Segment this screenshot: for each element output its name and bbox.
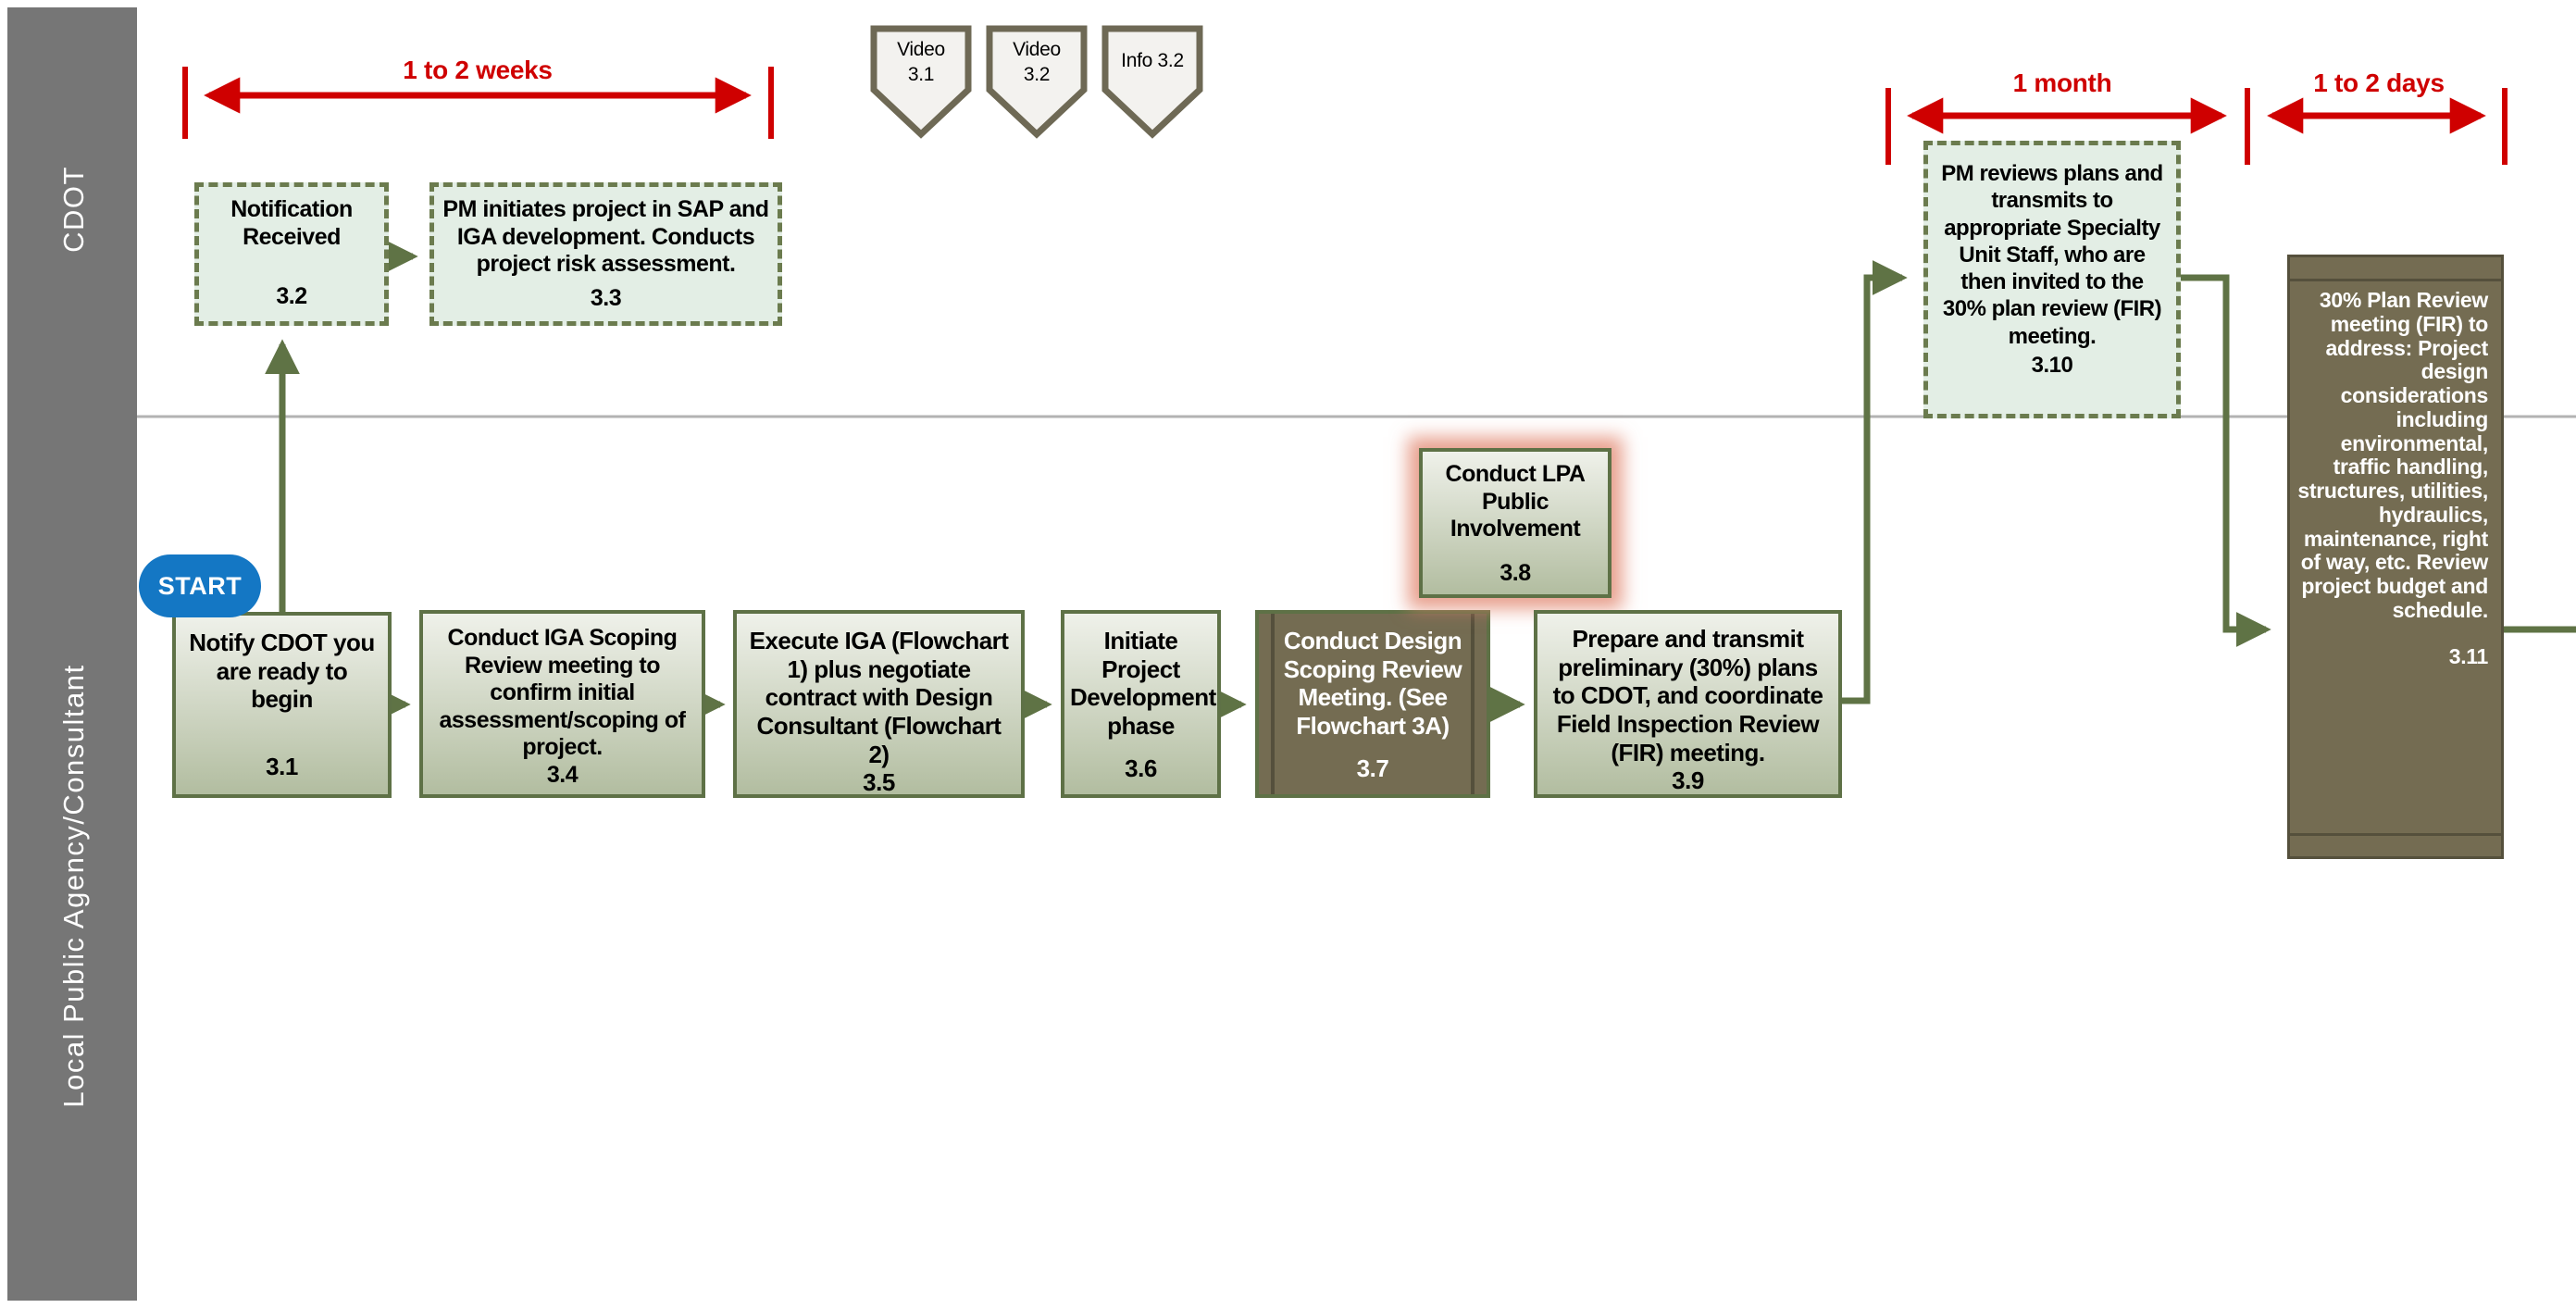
step-3-1-text: Notify CDOT you are ready to begin <box>189 629 375 714</box>
step-3-1-notify-cdot: Notify CDOT you are ready to begin 3.1 <box>172 612 392 798</box>
step-3-11-text: 30% Plan Review meeting (FIR) to address… <box>2297 288 2488 622</box>
step-3-5-text: Execute IGA (Flowchart 1) plus negotiate… <box>749 627 1009 768</box>
badge-shape-video-3-2[interactable] <box>986 25 1088 139</box>
step-3-4-number: 3.4 <box>546 761 579 788</box>
step-3-10-number: 3.10 <box>2031 352 2073 378</box>
step-3-2-text: Notification Received <box>230 196 353 250</box>
start-node: START <box>139 554 261 617</box>
timeline-month-tick-right <box>2245 88 2250 165</box>
step-3-3-text: PM initiates project in SAP and IGA deve… <box>442 196 769 277</box>
timeline-days-tick-right <box>2502 88 2508 165</box>
badge-info-3-2[interactable]: Info 3.2 <box>1102 48 1202 73</box>
step-3-7-design-scoping-review: Conduct Design Scoping Review Meeting. (… <box>1255 610 1490 798</box>
timeline-weeks-tick-left <box>182 67 188 139</box>
step-3-9-number: 3.9 <box>1672 766 1704 795</box>
badge-video-3-1-line1: Video <box>897 39 945 60</box>
predefined-process-bar-left <box>1271 614 1275 794</box>
timeline-days-label: 1 to 2 days <box>2313 69 2445 97</box>
step-3-10-pm-reviews-plans: PM reviews plans and transmits to approp… <box>1923 141 2181 418</box>
badge-video-3-1[interactable]: Video 3.1 <box>871 37 971 88</box>
step-3-5-execute-iga: Execute IGA (Flowchart 1) plus negotiate… <box>733 610 1025 798</box>
connector-3-10-to-3-11 <box>2178 274 2271 647</box>
step-3-6-initiate-project-development: Initiate Project Development phase 3.6 <box>1061 610 1221 798</box>
step-3-1-number: 3.1 <box>266 753 298 781</box>
predefined-process-bar-right <box>1471 614 1475 794</box>
timeline-weeks-label: 1 to 2 weeks <box>403 56 553 84</box>
step-3-9-prepare-transmit-plans: Prepare and transmit preliminary (30%) p… <box>1534 610 1842 798</box>
predefined-process-bar-bottom <box>2290 833 2501 836</box>
step-3-11-30pct-plan-review-meeting: 30% Plan Review meeting (FIR) to address… <box>2287 255 2504 859</box>
step-3-2-number: 3.2 <box>276 282 307 309</box>
step-3-7-text: Conduct Design Scoping Review Meeting. (… <box>1283 627 1462 741</box>
step-3-6-number: 3.6 <box>1125 754 1157 783</box>
step-3-4-text: Conduct IGA Scoping Review meeting to co… <box>439 625 686 760</box>
badge-info-3-2-line1: Info 3.2 <box>1121 50 1184 71</box>
step-3-7-number: 3.7 <box>1356 754 1389 783</box>
step-3-11-number: 3.11 <box>2448 643 2489 668</box>
timeline-month-tick-left <box>1885 88 1891 165</box>
badge-video-3-2[interactable]: Video 3.2 <box>987 37 1087 88</box>
step-3-8-text: Conduct LPA Public Involvement <box>1445 461 1586 542</box>
step-3-6-text: Initiate Project Development phase <box>1070 627 1216 741</box>
connector-3-9-to-3-10 <box>1842 260 1908 704</box>
step-3-9-text: Prepare and transmit preliminary (30%) p… <box>1552 625 1823 766</box>
badge-video-3-2-line1: Video <box>1013 39 1061 60</box>
step-3-8-lpa-public-involvement: Conduct LPA Public Involvement 3.8 <box>1419 448 1612 598</box>
step-3-5-number: 3.5 <box>863 768 895 797</box>
step-3-2-notification-received: Notification Received 3.2 <box>194 182 389 326</box>
timeline-weeks-tick-right <box>768 67 774 139</box>
badge-shape-info-3-2[interactable] <box>1101 25 1203 139</box>
badge-shape-video-3-1[interactable] <box>870 25 972 139</box>
step-3-10-text: PM reviews plans and transmits to approp… <box>1941 161 2163 349</box>
step-3-3-number: 3.3 <box>590 284 622 311</box>
badge-video-3-2-line2: 3.2 <box>1023 64 1051 86</box>
step-3-3-pm-initiates-sap: PM initiates project in SAP and IGA deve… <box>429 182 782 326</box>
badge-video-3-1-line2: 3.1 <box>907 64 935 86</box>
step-3-4-iga-scoping-review: Conduct IGA Scoping Review meeting to co… <box>419 610 705 798</box>
predefined-process-bar-top <box>2290 279 2501 281</box>
step-3-8-number: 3.8 <box>1500 559 1531 586</box>
timeline-month-label: 1 month <box>2012 69 2112 97</box>
swimlane-band <box>7 7 137 1301</box>
